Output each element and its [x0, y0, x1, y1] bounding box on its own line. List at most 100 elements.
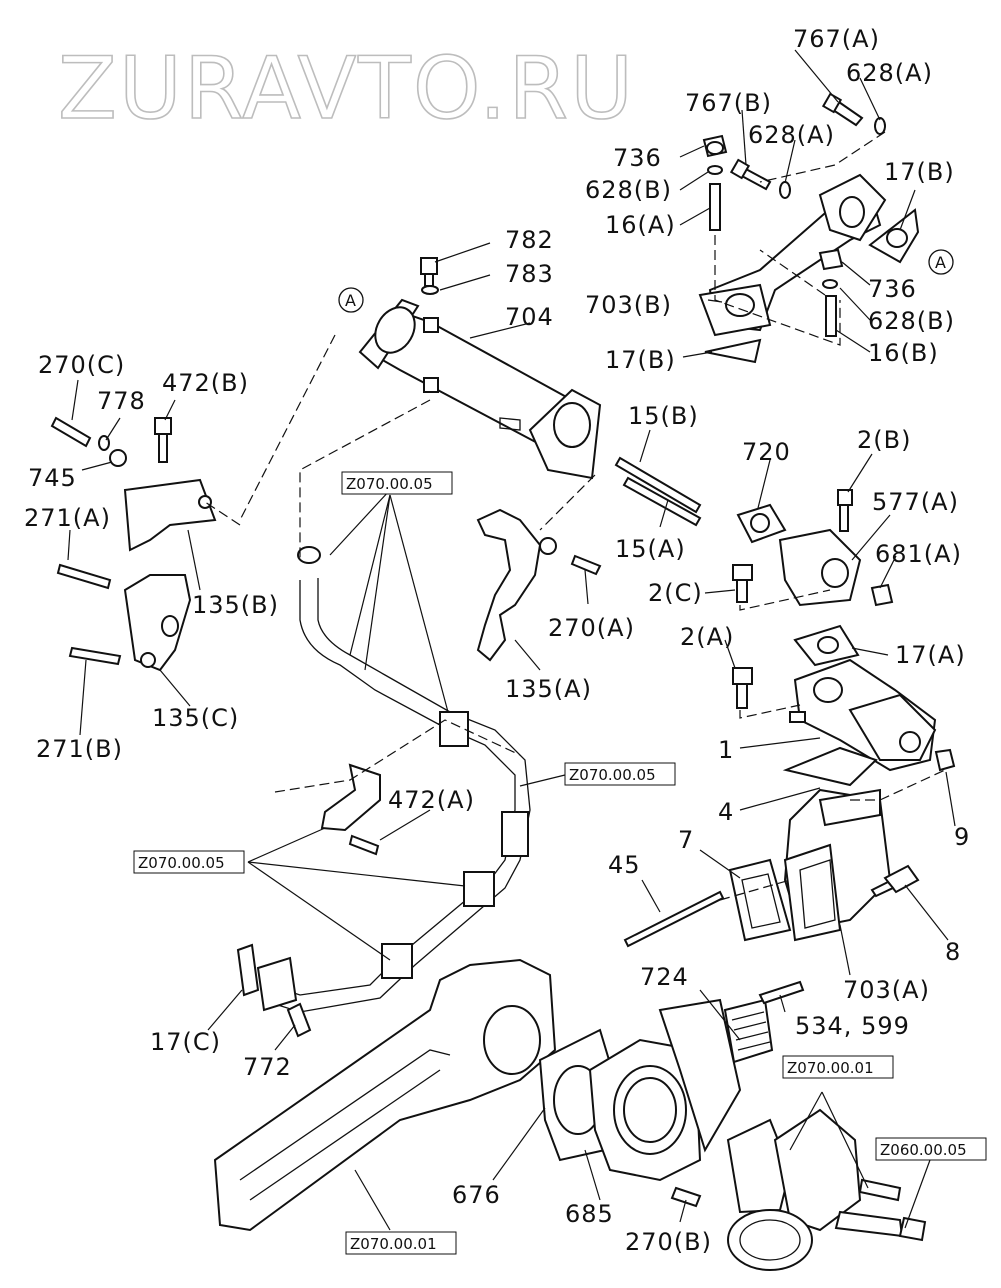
ref-box-4[interactable]: Z070.00.01 — [782, 1055, 894, 1079]
label-4: 4 — [718, 798, 734, 826]
label-724: 724 — [640, 963, 689, 991]
label-577a: 577(A) — [872, 488, 959, 516]
egr-cooler-704 — [358, 298, 602, 480]
svg-text:Z070.00.01: Z070.00.01 — [350, 1235, 437, 1253]
gasket-720 — [736, 503, 787, 544]
bolt-270b — [670, 1186, 702, 1208]
label-135c: 135(C) — [152, 704, 239, 732]
bracket-472a — [320, 763, 381, 856]
egr-valve-1 — [789, 658, 937, 772]
pipe-703a — [783, 788, 892, 942]
bolt-772 — [286, 1002, 312, 1038]
svg-text:Z070.00.01: Z070.00.01 — [787, 1059, 874, 1077]
gasket-7 — [728, 858, 792, 942]
label-736-2: 736 — [868, 275, 917, 303]
assembly-lines — [204, 131, 946, 901]
label-2a: 2(A) — [680, 623, 734, 651]
label-767a: 767(A) — [793, 25, 880, 53]
label-7: 7 — [678, 826, 694, 854]
label-1: 1 — [718, 736, 734, 764]
bolt-782 — [420, 257, 439, 295]
label-270c: 270(C) — [38, 351, 125, 379]
bracket-135a — [476, 508, 602, 662]
bolt-271a — [56, 563, 112, 590]
label-685: 685 — [565, 1200, 614, 1228]
label-778: 778 — [97, 387, 146, 415]
label-8: 8 — [945, 938, 961, 966]
label-783: 783 — [505, 260, 554, 288]
label-703b: 703(B) — [585, 291, 672, 319]
svg-text:A: A — [935, 253, 946, 272]
leader-lines — [67, 49, 956, 1231]
svg-text:Z060.00.05: Z060.00.05 — [880, 1141, 967, 1159]
watermark: ZURAVTO.RU — [58, 39, 635, 139]
intake-elbow — [726, 1108, 862, 1271]
gasket-17c — [236, 943, 260, 997]
gasket-17a-hole — [817, 636, 839, 654]
bracket-135b — [123, 478, 217, 552]
bolt-8 — [870, 864, 920, 898]
label-271b: 271(B) — [36, 735, 123, 763]
adapter-577a — [778, 489, 894, 607]
label-676: 676 — [452, 1181, 501, 1209]
label-534-599: 534, 599 — [795, 1012, 910, 1040]
callout-a-left: A — [338, 287, 364, 313]
label-720: 720 — [742, 438, 791, 466]
label-472a: 472(A) — [388, 786, 475, 814]
svg-text:A: A — [345, 291, 356, 310]
label-17b-1: 17(B) — [884, 158, 955, 186]
label-681a: 681(A) — [875, 540, 962, 568]
svg-text:Z070.00.05: Z070.00.05 — [138, 854, 225, 872]
label-628b-1: 628(B) — [585, 176, 672, 204]
bolt-271b — [68, 646, 122, 666]
throttle-body-685 — [588, 998, 742, 1182]
label-9: 9 — [954, 823, 970, 851]
label-16b: 16(B) — [868, 339, 939, 367]
label-15b: 15(B) — [628, 402, 699, 430]
bolt-2a — [732, 667, 753, 709]
label-15a: 15(A) — [615, 535, 686, 563]
label-628a-2: 628(A) — [748, 121, 835, 149]
bolts-270c-472b — [50, 416, 172, 467]
label-17c: 17(C) — [150, 1028, 221, 1056]
ref-box-6[interactable]: Z070.00.01 — [345, 1231, 457, 1255]
label-2c: 2(C) — [648, 579, 703, 607]
svg-text:Z070.00.05: Z070.00.05 — [569, 766, 656, 784]
callout-a-right: A — [928, 249, 954, 275]
label-772: 772 — [243, 1053, 292, 1081]
part-labels: 767(A) 628(A) 767(B) 628(A) 736 628(B) 1… — [24, 25, 970, 1256]
label-703a: 703(A) — [843, 976, 930, 1004]
bracket-135c — [123, 574, 192, 672]
bolt-2c — [732, 564, 753, 603]
bolts-767 — [729, 92, 886, 199]
nut-9 — [934, 748, 956, 772]
studs-15 — [614, 456, 702, 527]
ref-box-1[interactable]: Z070.00.05 — [341, 471, 453, 495]
stud-45 — [623, 890, 725, 948]
ref-box-5[interactable]: Z060.00.05 — [875, 1137, 987, 1161]
label-704: 704 — [505, 303, 554, 331]
ref-box-2[interactable]: Z070.00.05 — [564, 762, 676, 786]
egr-tube — [261, 546, 531, 1013]
label-736-1: 736 — [613, 144, 662, 172]
label-767b: 767(B) — [685, 89, 772, 117]
label-45: 45 — [608, 851, 641, 879]
label-135a: 135(A) — [505, 675, 592, 703]
tube-flange — [256, 956, 298, 1012]
gasket-17b-lower — [704, 338, 762, 364]
bolt-534 — [758, 980, 805, 1005]
gasket-4 — [782, 746, 878, 787]
label-2b: 2(B) — [857, 426, 911, 454]
label-270a: 270(A) — [548, 614, 635, 642]
label-472b: 472(B) — [162, 369, 249, 397]
ref-box-3[interactable]: Z070.00.05 — [133, 850, 245, 874]
label-270b: 270(B) — [625, 1228, 712, 1256]
gasket-17b-upper — [868, 208, 920, 264]
label-782: 782 — [505, 226, 554, 254]
pipe-703b — [698, 173, 887, 337]
label-16a: 16(A) — [605, 211, 676, 239]
label-17b-2: 17(B) — [605, 346, 676, 374]
label-628a-1: 628(A) — [846, 59, 933, 87]
